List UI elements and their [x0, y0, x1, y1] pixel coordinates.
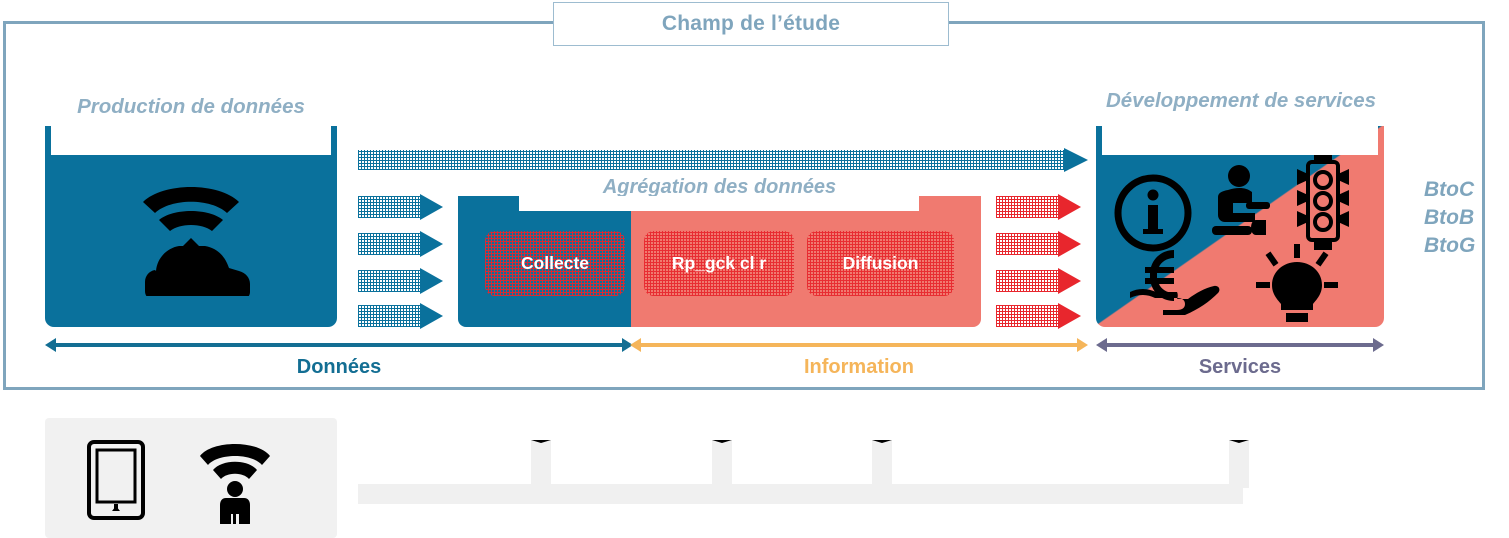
services-container: [1096, 126, 1384, 327]
services-notch: [1102, 126, 1378, 155]
production-notch: [51, 126, 331, 155]
connected-car-icon: [143, 187, 250, 296]
page-title: Champ de l’étude: [661, 12, 841, 35]
service-arrow-3: [996, 268, 1081, 294]
service-arrow-2: [996, 231, 1081, 257]
lightbulb-icon: [1256, 244, 1338, 322]
wheelchair-user-icon: [1212, 165, 1270, 235]
feedback-arrow-2: [712, 440, 732, 488]
feedback-loop-bar: [358, 484, 1243, 504]
production-container: [45, 126, 337, 327]
aggregation-label: Agrégation des données: [602, 176, 837, 198]
feedback-arrow-4: [1229, 440, 1249, 488]
production-label: Production de données: [77, 95, 305, 118]
axis-donnees-label: Données: [296, 356, 382, 378]
chip-retraitement-label: Rp_gck cl r: [671, 253, 767, 273]
axis-information: Information: [630, 338, 1088, 378]
chip-diffusion-label: Diffusion: [842, 253, 919, 273]
info-circle-icon: [1114, 174, 1192, 252]
euro-in-hand-icon: [1130, 250, 1220, 315]
aggregation-notch: [519, 196, 919, 211]
feedback-arrow-1: [531, 440, 551, 488]
data-flow-band-arrow: [358, 148, 1088, 172]
study-scope-title-box: Champ de l’étude: [553, 2, 949, 46]
data-arrow-2: [358, 231, 443, 257]
data-arrow-3: [358, 268, 443, 294]
smartphone-icon: [87, 440, 145, 520]
service-arrow-4: [996, 303, 1081, 329]
axis-services-label: Services: [1198, 356, 1282, 378]
person-with-signal-icon: [200, 444, 270, 524]
chip-collecte[interactable]: Collecte: [485, 231, 625, 296]
axis-information-label: Information: [804, 356, 914, 378]
end-user-devices-box: [45, 418, 337, 538]
data-arrow-1: [358, 194, 443, 220]
market-segment-btob: BtoB: [1424, 206, 1475, 229]
data-arrow-4: [358, 303, 443, 329]
market-segment-btoc: BtoC: [1424, 178, 1475, 201]
market-segments: BtoC BtoB BtoG: [1424, 176, 1504, 260]
chip-collecte-label: Collecte: [520, 253, 590, 273]
feedback-arrow-3: [872, 440, 892, 488]
traffic-light-icon: [1297, 155, 1349, 250]
market-segment-btog: BtoG: [1424, 234, 1476, 257]
axis-donnees: Données: [45, 338, 633, 378]
chip-diffusion[interactable]: Diffusion: [807, 231, 954, 296]
service-arrow-1: [996, 194, 1081, 220]
services-label: Développement de services: [1105, 89, 1377, 112]
axis-services: Services: [1096, 338, 1384, 378]
chip-retraitement[interactable]: Rp_gck cl r: [644, 231, 794, 296]
